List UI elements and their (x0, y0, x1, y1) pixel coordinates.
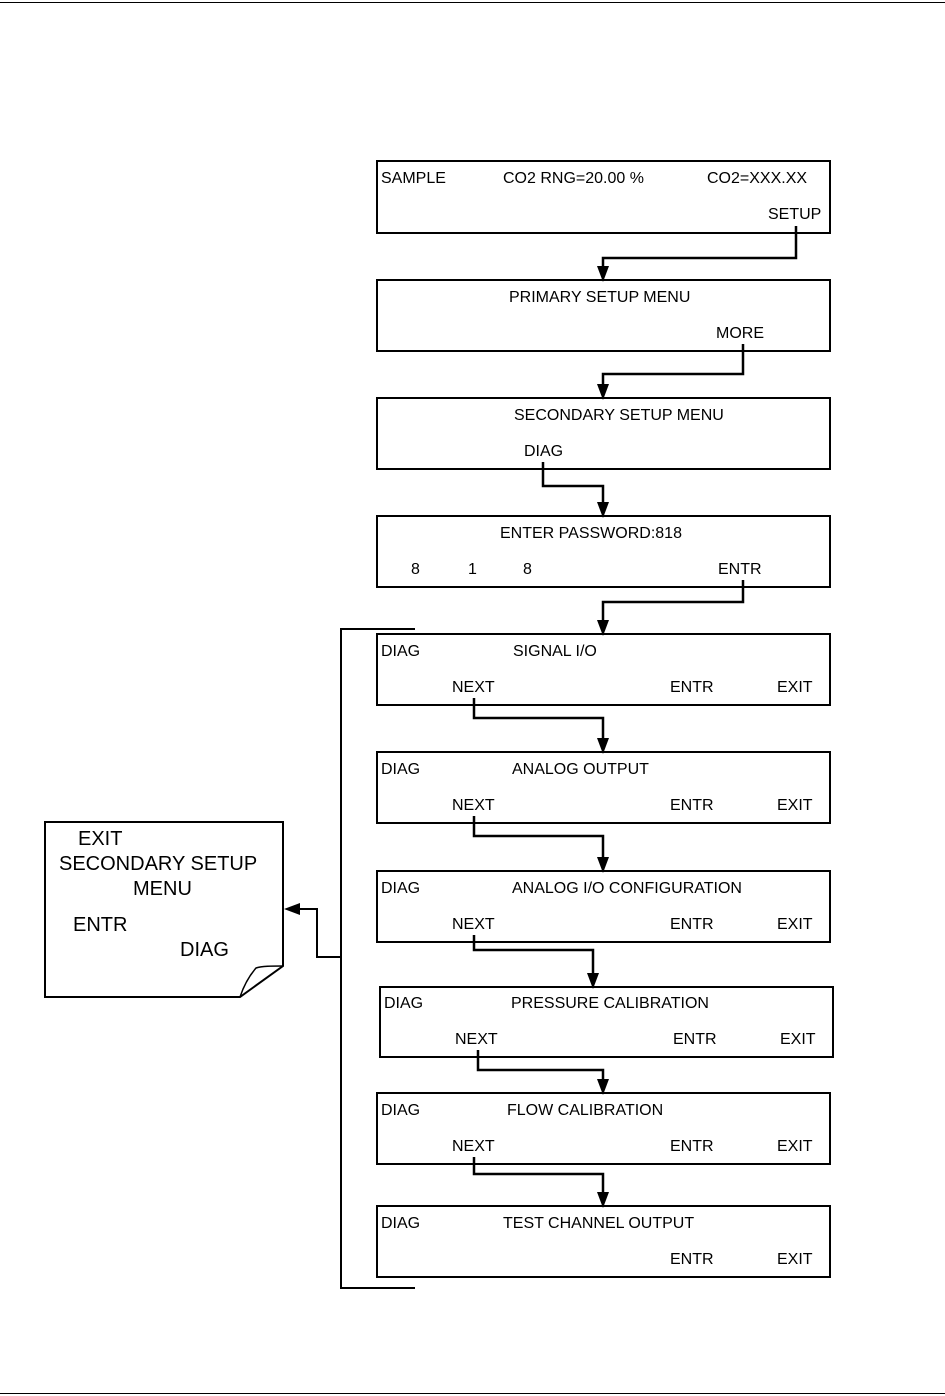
more-button[interactable]: MORE (716, 325, 764, 342)
exit-bracket (340, 628, 415, 1289)
digit-3-button[interactable]: 8 (523, 561, 532, 578)
screen-analog-output: DIAG ANALOG OUTPUT NEXT ENTR EXIT (376, 751, 831, 824)
screen-sample: SAMPLE CO2 RNG=20.00 % CO2=XXX.XX SETUP (376, 160, 831, 234)
entr-button[interactable]: ENTR (670, 679, 714, 696)
diag-label: DIAG (381, 1215, 421, 1232)
digit-2-button[interactable]: 1 (468, 561, 477, 578)
exit-button[interactable]: EXIT (777, 1138, 813, 1155)
connector-entr (601, 580, 745, 622)
sample-reading: CO2=XXX.XX (707, 170, 808, 187)
connector-more (601, 344, 745, 386)
screen-title: ANALOG OUTPUT (512, 761, 649, 778)
secondary-title: SECONDARY SETUP MENU (514, 407, 724, 424)
arrowhead (597, 384, 609, 400)
sample-mode: SAMPLE (381, 170, 446, 187)
bottom-rule (0, 1393, 945, 1394)
connector-next-1 (472, 698, 605, 740)
next-button[interactable]: NEXT (455, 1031, 498, 1048)
exit-button[interactable]: EXIT (777, 1251, 813, 1268)
connector-next-4 (476, 1050, 605, 1081)
diag-label: DIAG (381, 1102, 421, 1119)
password-entr-button[interactable]: ENTR (718, 561, 762, 578)
arrowhead (597, 738, 609, 754)
connector-next-3 (472, 935, 595, 975)
diag-button[interactable]: DIAG (524, 443, 564, 460)
arrowhead (284, 903, 300, 915)
arrowhead (597, 857, 609, 873)
password-title: ENTER PASSWORD:818 (500, 525, 682, 542)
next-button[interactable]: NEXT (452, 797, 495, 814)
screen-primary-setup: PRIMARY SETUP MENU MORE (376, 279, 831, 352)
note-diag: DIAG (180, 939, 229, 961)
connector-setup (601, 226, 798, 268)
entr-button[interactable]: ENTR (670, 1138, 714, 1155)
screen-title: ANALOG I/O CONFIGURATION (512, 880, 742, 897)
diag-label: DIAG (381, 761, 421, 778)
sample-range: CO2 RNG=20.00 % (503, 170, 644, 187)
arrowhead (587, 973, 599, 989)
setup-button[interactable]: SETUP (768, 206, 822, 223)
note-secondary-setup: SECONDARY SETUP (59, 853, 258, 875)
screen-secondary-setup: SECONDARY SETUP MENU DIAG (376, 397, 831, 470)
entr-button[interactable]: ENTR (670, 797, 714, 814)
screen-title: TEST CHANNEL OUTPUT (503, 1215, 695, 1232)
screen-flow-calibration: DIAG FLOW CALIBRATION NEXT ENTR EXIT (376, 1092, 831, 1165)
arrowhead (597, 620, 609, 636)
screen-title: SIGNAL I/O (513, 643, 597, 660)
connector-diag (541, 462, 605, 504)
entr-button[interactable]: ENTR (673, 1031, 717, 1048)
primary-title: PRIMARY SETUP MENU (509, 289, 691, 306)
arrowhead (597, 1079, 609, 1095)
arrowhead (597, 1192, 609, 1208)
screen-pressure-calibration: DIAG PRESSURE CALIBRATION NEXT ENTR EXIT (379, 986, 834, 1058)
entr-button[interactable]: ENTR (670, 1251, 714, 1268)
connector-next-2 (472, 816, 605, 859)
connector-next-5 (472, 1157, 605, 1194)
next-button[interactable]: NEXT (452, 679, 495, 696)
note-entr: ENTR (73, 914, 128, 936)
note-box (44, 821, 284, 998)
next-button[interactable]: NEXT (452, 1138, 495, 1155)
top-rule (0, 2, 945, 3)
exit-button[interactable]: EXIT (777, 797, 813, 814)
screen-title: FLOW CALIBRATION (507, 1102, 664, 1119)
digit-1-button[interactable]: 8 (411, 561, 420, 578)
screen-title: PRESSURE CALIBRATION (511, 995, 709, 1012)
diag-label: DIAG (384, 995, 424, 1012)
exit-button[interactable]: EXIT (777, 679, 813, 696)
next-button[interactable]: NEXT (452, 916, 495, 933)
arrowhead (597, 502, 609, 518)
exit-button[interactable]: EXIT (780, 1031, 816, 1048)
entr-button[interactable]: ENTR (670, 916, 714, 933)
arrowhead (597, 266, 609, 282)
note-fold (239, 965, 284, 998)
exit-button[interactable]: EXIT (777, 916, 813, 933)
diag-label: DIAG (381, 880, 421, 897)
note-menu: MENU (133, 878, 192, 900)
note-exit: EXIT (78, 828, 123, 850)
diag-label: DIAG (381, 643, 421, 660)
connector-to-note (298, 908, 341, 958)
